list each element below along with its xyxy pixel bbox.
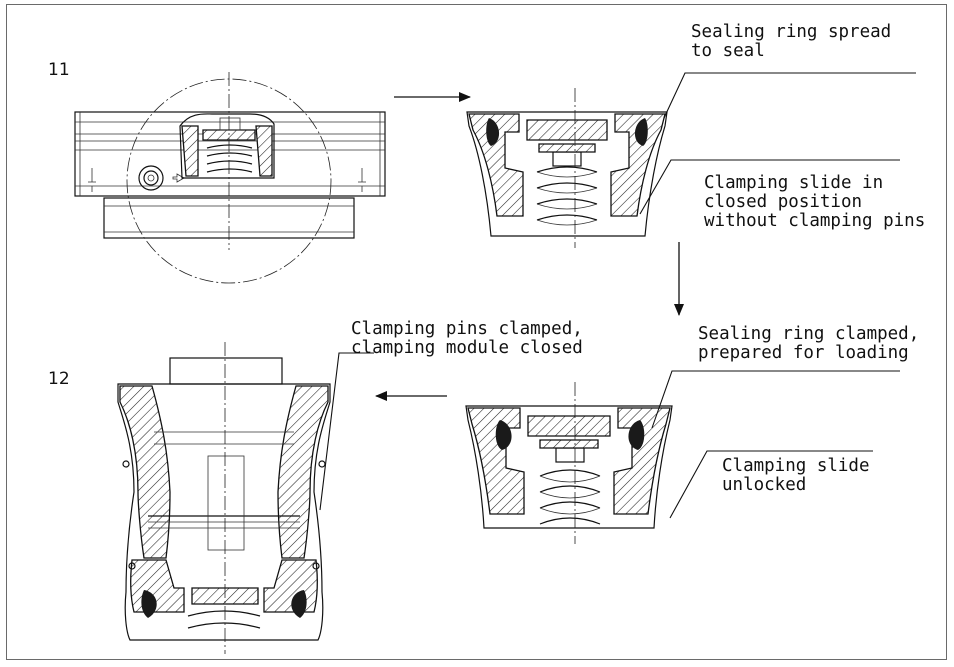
section-view-module-closed xyxy=(117,342,331,654)
diagram-frame xyxy=(6,4,947,660)
step-number-12: 12 xyxy=(48,369,70,389)
label-sealing-ring-clamped: Sealing ring clamped, prepared for loadi… xyxy=(698,324,920,363)
label-sealing-ring-spread: Sealing ring spread to seal xyxy=(691,22,892,61)
label-clamping-pins-clamped: Clamping pins clamped, clamping module c… xyxy=(351,319,583,358)
section-view-seal-clamped xyxy=(465,382,673,544)
section-view-seal-spread xyxy=(466,88,668,248)
leader-lines xyxy=(319,72,916,519)
label-clamping-slide-closed: Clamping slide in closed position withou… xyxy=(704,173,926,231)
module-exterior-view xyxy=(74,72,386,284)
label-clamping-slide-unlocked: Clamping slide unlocked xyxy=(722,456,870,495)
step-number-11: 11 xyxy=(48,60,70,80)
